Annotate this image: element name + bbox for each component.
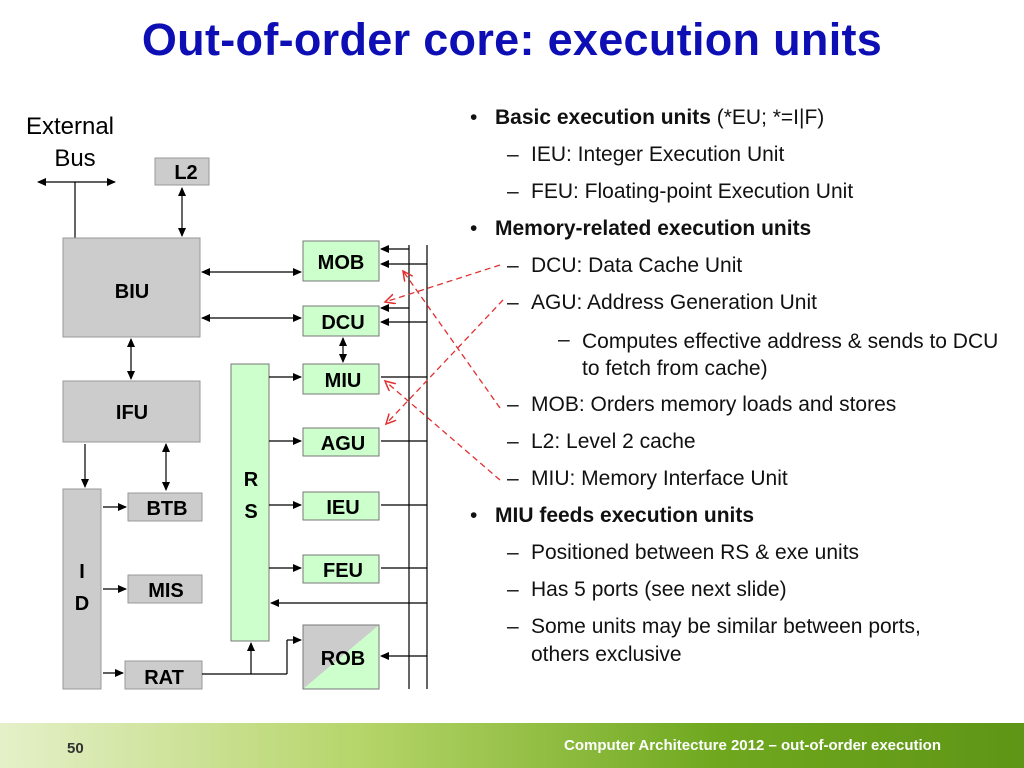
sub-bullet-agu-text: AGU: Address Generation Unit [531, 291, 817, 314]
id-label-1: I [79, 561, 85, 583]
biu-label: BIU [115, 281, 149, 303]
mob-block [302, 240, 380, 282]
rs-label-1: R [244, 469, 259, 491]
external-bus-label-2: Bus [54, 145, 95, 172]
sub-sub-bullet-agu-text: Computes effective address & sends to DC… [582, 330, 999, 380]
ieu-label: IEU [326, 497, 359, 519]
sub-bullet-miu-text: MIU: Memory Interface Unit [531, 467, 788, 490]
l2-label: L2 [174, 162, 197, 184]
sub-bullet-ports-text: Has 5 ports (see next slide) [531, 578, 787, 601]
feu-block [302, 554, 380, 584]
ifu-block [62, 380, 201, 443]
miu-block [302, 363, 380, 395]
mob-label: MOB [318, 252, 365, 274]
l2-block [154, 157, 210, 186]
rs-label-2: S [244, 501, 257, 523]
bullet-basic-bold: Basic execution units [495, 106, 711, 129]
red-pointer-miu [385, 381, 501, 481]
btb-label: BTB [146, 498, 187, 520]
ifu-label: IFU [116, 402, 148, 424]
sub-bullet-ieu-text: IEU: Integer Execution Unit [531, 143, 785, 166]
id-block [62, 488, 102, 690]
architecture-diagram: External Bus L2 BIU IFU I D BTB MIS RAT … [26, 113, 504, 690]
red-pointer-agu [386, 299, 504, 424]
biu-block [62, 237, 201, 338]
sub-bullet-feu-text: FEU: Floating-point Execution Unit [531, 180, 854, 203]
sub-bullet-similar-text-1: Some units may be similar between ports, [531, 615, 921, 638]
dcu-block [302, 305, 380, 337]
page-number: 50 [67, 740, 84, 757]
footer-text: Computer Architecture 2012 – out-of-orde… [563, 737, 941, 754]
sub-bullet-similar-text-2: others exclusive [531, 643, 682, 666]
dcu-label: DCU [321, 312, 364, 334]
rs-block [230, 363, 270, 642]
agu-label: AGU [321, 433, 365, 455]
rob-block [302, 624, 380, 690]
bullet-basic-rest: (*EU; *=I|F) [710, 106, 825, 129]
external-bus-label-1: External [26, 113, 114, 140]
red-pointer-mob [403, 271, 501, 409]
agu-block [302, 427, 380, 457]
ieu-block [302, 491, 380, 521]
mis-label: MIS [148, 580, 184, 602]
feu-label: FEU [323, 560, 363, 582]
sub-bullet-l2-text: L2: Level 2 cache [531, 430, 696, 453]
red-pointer-dcu [385, 264, 501, 302]
sub-bullet-dcu-text: DCU: Data Cache Unit [531, 254, 743, 277]
btb-block [127, 492, 203, 522]
rat-label: RAT [144, 667, 184, 689]
miu-label: MIU [325, 370, 362, 392]
sub-bullet-mob-text: MOB: Orders memory loads and stores [531, 393, 897, 416]
slide-title: Out-of-order core: execution units [141, 14, 883, 65]
rat-block [124, 660, 203, 690]
rob-label: ROB [321, 648, 365, 670]
sub-bullet-positioned-text: Positioned between RS & exe units [531, 541, 860, 564]
id-label-2: D [75, 593, 89, 615]
mis-block [127, 574, 203, 604]
bullet-memory-bold: Memory-related execution units [495, 217, 812, 240]
bullet-miu-feeds-bold: MIU feeds execution units [495, 504, 755, 527]
footer-bar: 50 Computer Architecture 2012 – out-of-o… [0, 723, 1024, 768]
